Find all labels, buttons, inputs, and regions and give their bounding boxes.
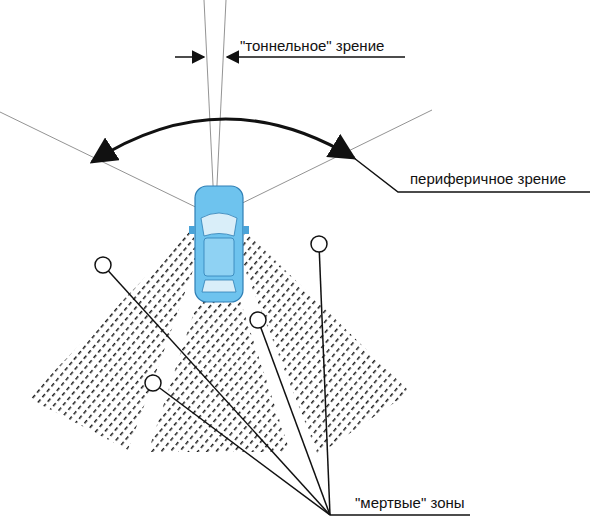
peripheral-line (0, 112, 212, 215)
leader-line (330, 514, 470, 516)
leader-line (319, 244, 330, 515)
tunnel-arrow (175, 56, 204, 58)
car-rear-window (202, 280, 236, 292)
marker-circle (250, 312, 266, 328)
peripheral-arc (92, 119, 354, 162)
marker-circle (311, 236, 327, 252)
label-text: периферичное зрение (410, 170, 566, 188)
car-mirror (189, 226, 195, 234)
label-text: "мертвые" зоны (355, 494, 465, 512)
marker-circle (95, 257, 111, 273)
car-roof (204, 238, 234, 276)
marker-circle (145, 375, 161, 391)
label-text: "тоннельное" зрение (240, 37, 384, 55)
car-mirror (243, 226, 249, 234)
car-windshield (201, 213, 237, 236)
tunnel-arrow (227, 56, 258, 58)
peripheral-line (218, 110, 432, 215)
tunnel-line (204, 0, 214, 205)
leader-line (258, 320, 330, 515)
leader-line (258, 56, 405, 58)
car-body (195, 186, 243, 302)
tunnel-line (216, 0, 226, 205)
leader-line (153, 383, 330, 515)
leader-line (103, 265, 330, 515)
leader-line (354, 158, 590, 192)
car (189, 186, 249, 302)
